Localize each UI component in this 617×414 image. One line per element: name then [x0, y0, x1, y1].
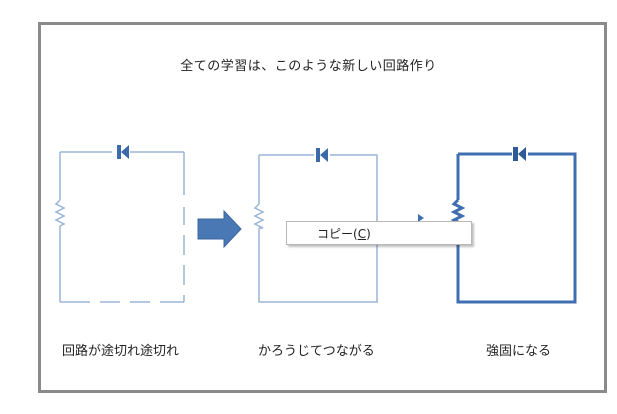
copy-label-end: ): [366, 227, 371, 241]
resistor-icon: [54, 199, 66, 227]
label-barely-connected: かろうじてつながる: [258, 344, 375, 359]
diode-icon: [316, 148, 328, 162]
slide-frame: [38, 22, 607, 393]
menu-item-copy[interactable]: コピー(C): [317, 225, 371, 242]
right-arrow-icon: [197, 209, 242, 249]
label-strong: 強固になる: [486, 344, 552, 359]
label-broken: 回路が途切れ途切れ: [62, 344, 180, 359]
resistor-icon: [450, 198, 466, 224]
circuit-strong: [418, 147, 577, 304]
context-menu: コピー(C): [286, 221, 472, 245]
diode-icon: [117, 145, 129, 159]
copy-label: コピー(: [317, 227, 358, 241]
slide-title: 全ての学習は、このような新しい回路作り: [180, 59, 437, 74]
copy-accelerator: C: [357, 227, 367, 241]
diode-icon: [513, 147, 526, 161]
circuit-broken: [54, 145, 185, 303]
resistor-icon: [253, 203, 265, 229]
circuit-barely-connected: [253, 148, 378, 303]
